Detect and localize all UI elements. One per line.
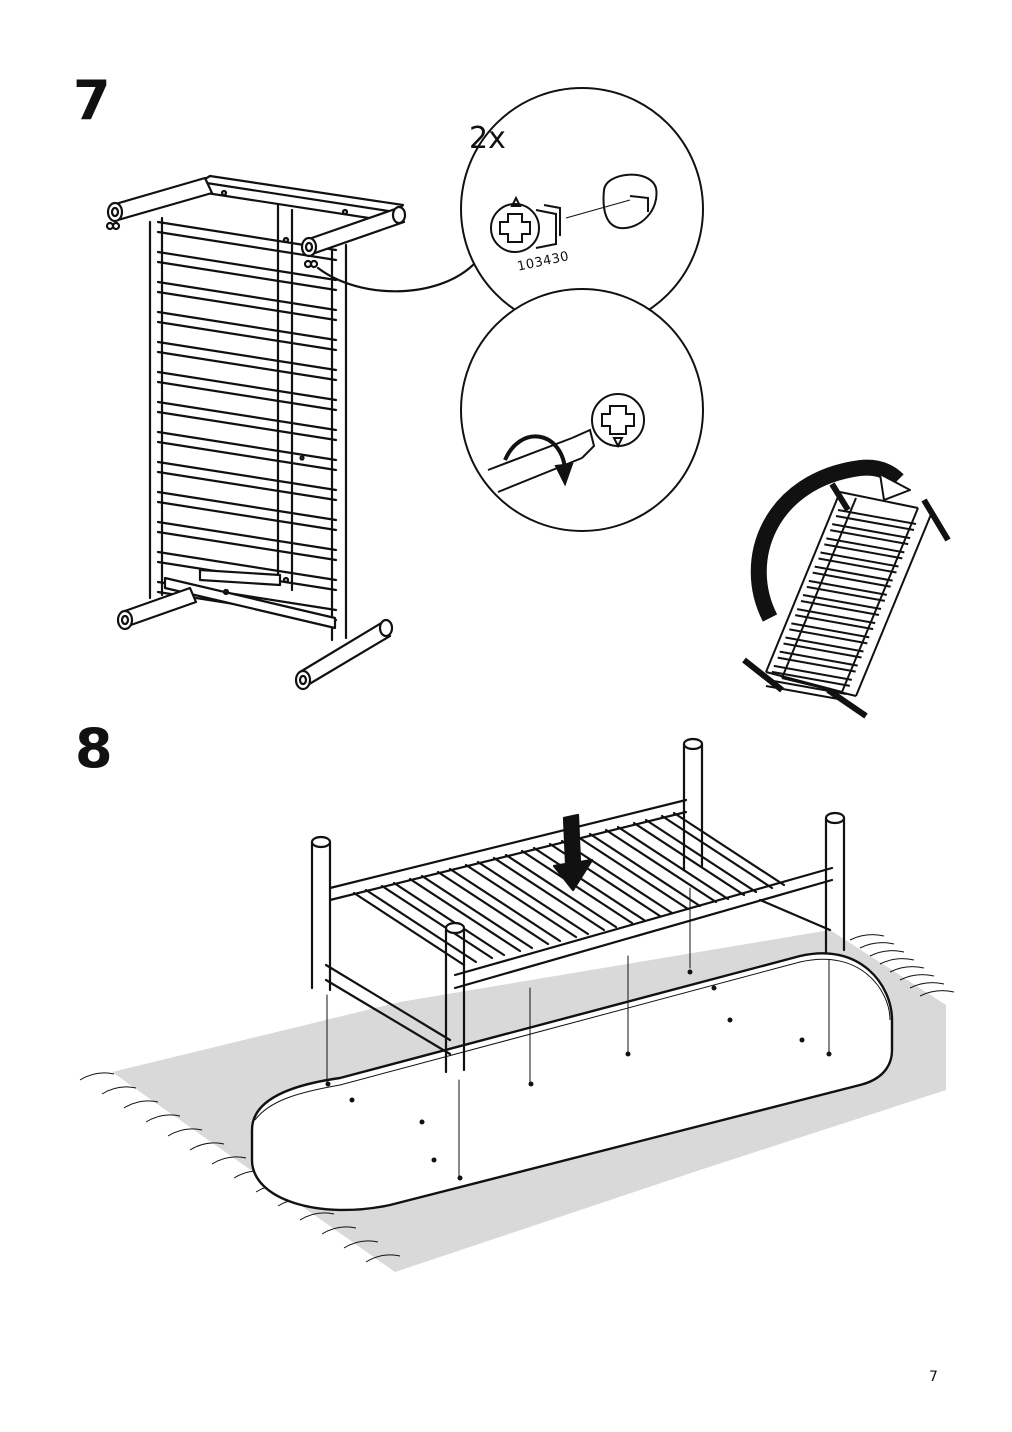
frame-slat [492, 853, 618, 932]
frame-slat [464, 860, 590, 939]
page-number: 7 [929, 1369, 938, 1385]
rug-fringe [909, 982, 945, 989]
frame-slat [660, 811, 786, 890]
frame-slat [156, 340, 338, 382]
callout-turn-detail [460, 288, 704, 532]
rug-fringe [879, 958, 915, 965]
frame-slat [783, 636, 864, 659]
frame-slat [806, 579, 888, 602]
cam-lock-face-icon [591, 393, 645, 449]
frame-slat [777, 650, 858, 673]
frame-slat [156, 460, 338, 502]
frame-slat [789, 622, 870, 645]
frame-slat [156, 370, 338, 412]
rug-fringe [101, 1086, 137, 1095]
frame-slat [771, 664, 853, 687]
frame-slat [604, 825, 730, 904]
frame-slat [156, 310, 338, 352]
frame-slat [835, 509, 917, 531]
step8-tabletop [250, 952, 894, 1212]
step-number-8: 8 [75, 717, 113, 780]
rug-fringe [299, 1212, 335, 1221]
callout-cam-lock-detail [460, 87, 704, 331]
rug-fringe [145, 1114, 181, 1123]
rug-fringe [849, 934, 885, 941]
frame-slat [408, 874, 534, 953]
rug-fringe [899, 974, 935, 981]
tabletop-holes [325, 969, 832, 1181]
frame-slat [380, 881, 506, 960]
rug-fringe [859, 942, 895, 949]
frame-slat [576, 832, 702, 911]
step-number-7: 7 [73, 69, 111, 132]
rug-fringe [123, 1100, 159, 1109]
flip-over-diagram [742, 459, 951, 719]
rug-fringe [189, 1142, 225, 1151]
frame-slat [818, 551, 899, 574]
callout-quantity: 2x [469, 121, 506, 156]
cam-lock-fitting-icon [490, 195, 561, 253]
rug-fringe [211, 1156, 247, 1165]
rug-fringe [167, 1128, 203, 1137]
frame-slat [824, 537, 905, 560]
frame-slat [800, 594, 882, 616]
rug-fringe [343, 1240, 379, 1249]
frame-slat [632, 818, 758, 897]
frame-slat [794, 608, 876, 631]
frame-slat [829, 523, 911, 546]
frame-slat [156, 280, 338, 322]
frame-slat [156, 490, 338, 532]
rug-fringe [321, 1226, 357, 1235]
rug-fringe [79, 1072, 115, 1081]
frame-slat [156, 520, 338, 562]
frame-slat [156, 400, 338, 442]
rug-fringe [365, 1254, 401, 1263]
frame-slat [156, 250, 338, 292]
frame-slat [156, 430, 338, 472]
frame-slat [520, 846, 646, 925]
step8-frame-illustration [310, 737, 846, 1177]
rug-fringe [919, 990, 955, 997]
frame-slat [812, 565, 893, 588]
frame-slat [436, 867, 562, 946]
rug-fringe [869, 950, 905, 957]
step7-frame-illustration [105, 174, 478, 691]
rug-fringe [889, 966, 925, 973]
